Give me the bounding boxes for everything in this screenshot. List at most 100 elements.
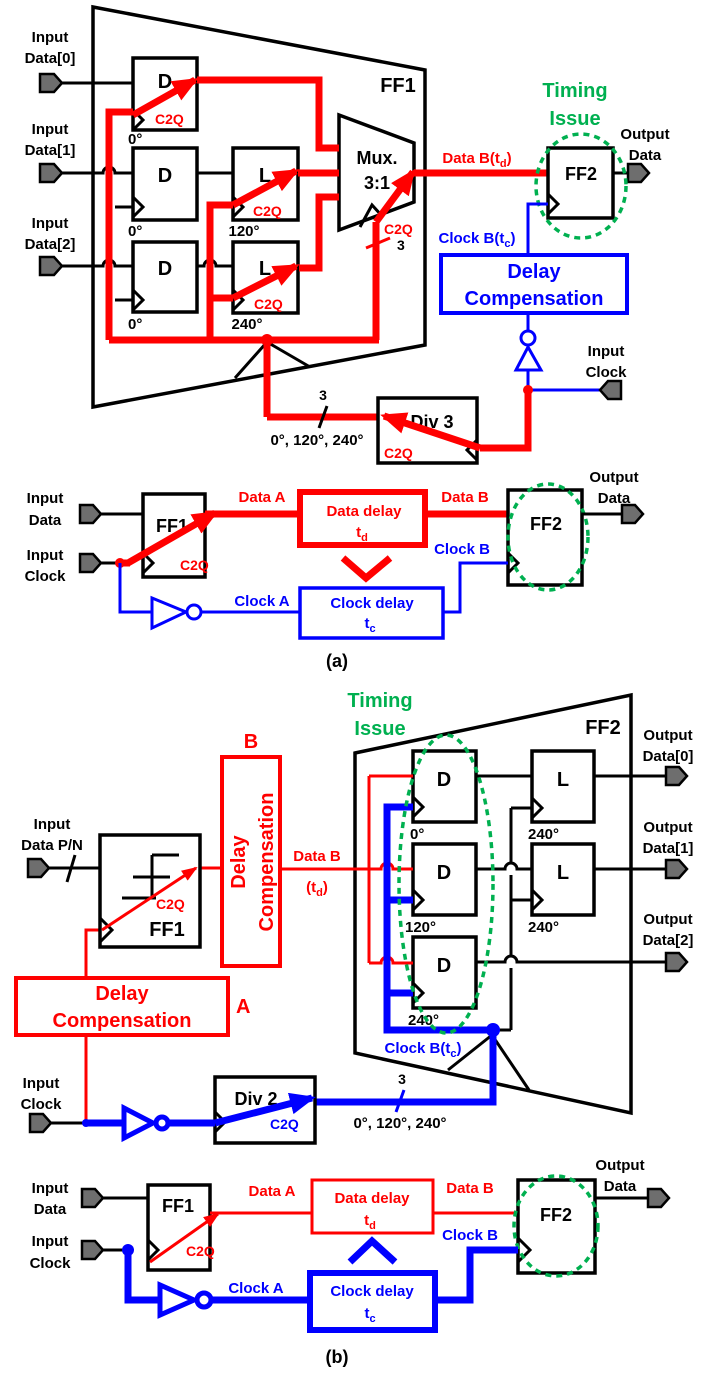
clock-b-label: Clock B(tc) (385, 1040, 462, 1060)
c2q-label: C2Q (180, 557, 209, 573)
c2q-label: C2Q (186, 1243, 215, 1259)
data-b-label: Data B (293, 848, 341, 865)
junction-dot (523, 385, 533, 395)
ff2-box (516, 1178, 597, 1275)
clock-b-label: Clock B (442, 1227, 498, 1244)
data-b-label: Data B (446, 1180, 494, 1197)
mux-clock-icon (358, 202, 384, 228)
delay-compensation-b-box (220, 755, 282, 968)
c2q-label: C2Q (156, 896, 185, 912)
data-delay-box (297, 489, 428, 548)
c2q-arrow (149, 1212, 220, 1264)
delay-compensation-b-label: Compensation (256, 793, 278, 932)
d-letter: D (158, 165, 172, 187)
c2q-label: C2Q (254, 296, 283, 312)
l-letter: L (557, 862, 569, 884)
c2q-arrow (373, 168, 416, 225)
c2q-label: C2Q (384, 445, 413, 461)
clock-a-label: Clock A (228, 1280, 283, 1297)
inverter-icon (150, 595, 190, 631)
ff1-box (98, 833, 202, 949)
mux-label: Mux.3:1 (356, 148, 397, 193)
data-delay-td: td (364, 1212, 376, 1232)
c2q-arrow (231, 262, 300, 302)
bus-width-label: 3 (397, 237, 405, 253)
phase-label: 240° (231, 316, 262, 333)
delay-compensation-a-box (14, 976, 230, 1037)
d-letter: D (437, 955, 451, 977)
c2q-label: C2Q (270, 1116, 299, 1132)
timing-issue-highlight (512, 1174, 600, 1278)
ff1-label: FF1 (149, 919, 185, 941)
inverter-icon (157, 1281, 201, 1319)
delay-compensation-b-tag: B (244, 731, 258, 753)
caption-a: (a) (326, 651, 348, 671)
clock-wire (124, 1246, 518, 1304)
phase-label: 0° (128, 223, 142, 240)
ff2-label: FF2 (540, 1205, 572, 1225)
data-delay-td: td (356, 524, 368, 544)
data-delay-box (310, 1178, 435, 1235)
inverter-icon (121, 1103, 159, 1143)
bus-slash (394, 1089, 406, 1113)
clock-delay-box (307, 1270, 438, 1333)
inverter-bubble-icon (519, 329, 537, 347)
ff1-label: FF1 (162, 1196, 194, 1216)
c2q-arrow (231, 167, 300, 209)
increase-chevron-icon (340, 555, 393, 583)
phases-bus-label: 0°, 120°, 240° (353, 1115, 446, 1132)
c2q-arrow (380, 412, 482, 452)
d-flipflop-0 (411, 749, 478, 824)
d-flipflop-1 (411, 842, 478, 917)
clock-b-label: Clock B(tc) (439, 230, 516, 250)
input-pin-icon (38, 72, 64, 94)
caption-b: (b) (326, 1347, 349, 1367)
phase-label: 240° (528, 826, 559, 843)
d-letter: D (437, 769, 451, 791)
phase-label: 240° (528, 919, 559, 936)
timing-issue-highlight (506, 482, 590, 592)
ff2-box (546, 146, 615, 220)
wire (103, 1196, 148, 1252)
bus-width-label: 3 (319, 387, 327, 403)
output-pin-icon (620, 503, 645, 525)
bus-slash (317, 405, 329, 429)
clock-delay-tc: tc (364, 615, 375, 635)
input-pin-icon (80, 1187, 105, 1209)
d-letter: D (158, 258, 172, 280)
inverter-bubble-icon (185, 603, 203, 621)
d-letter: D (158, 71, 172, 93)
ff1-label: FF1 (380, 75, 416, 97)
clock-chevron-icon (98, 916, 115, 944)
timing-issue-highlight (534, 132, 628, 240)
clock-to-ff1-wire (84, 866, 222, 1123)
clock-delay-tc: tc (364, 1305, 375, 1325)
input-pin-icon (78, 503, 103, 525)
ff2-label: FF2 (565, 164, 597, 184)
junction-dot (486, 1023, 500, 1037)
output-pin-icon (664, 951, 689, 973)
output-pin-icon (664, 858, 689, 880)
c2q-label: C2Q (155, 111, 184, 127)
delay-compensation-box (439, 253, 629, 315)
phase-label: 0° (128, 316, 142, 333)
ff2-label: FF2 (530, 514, 562, 534)
data-a-label: Data A (249, 1183, 296, 1200)
wire (49, 854, 100, 883)
d-letter: D (437, 862, 451, 884)
